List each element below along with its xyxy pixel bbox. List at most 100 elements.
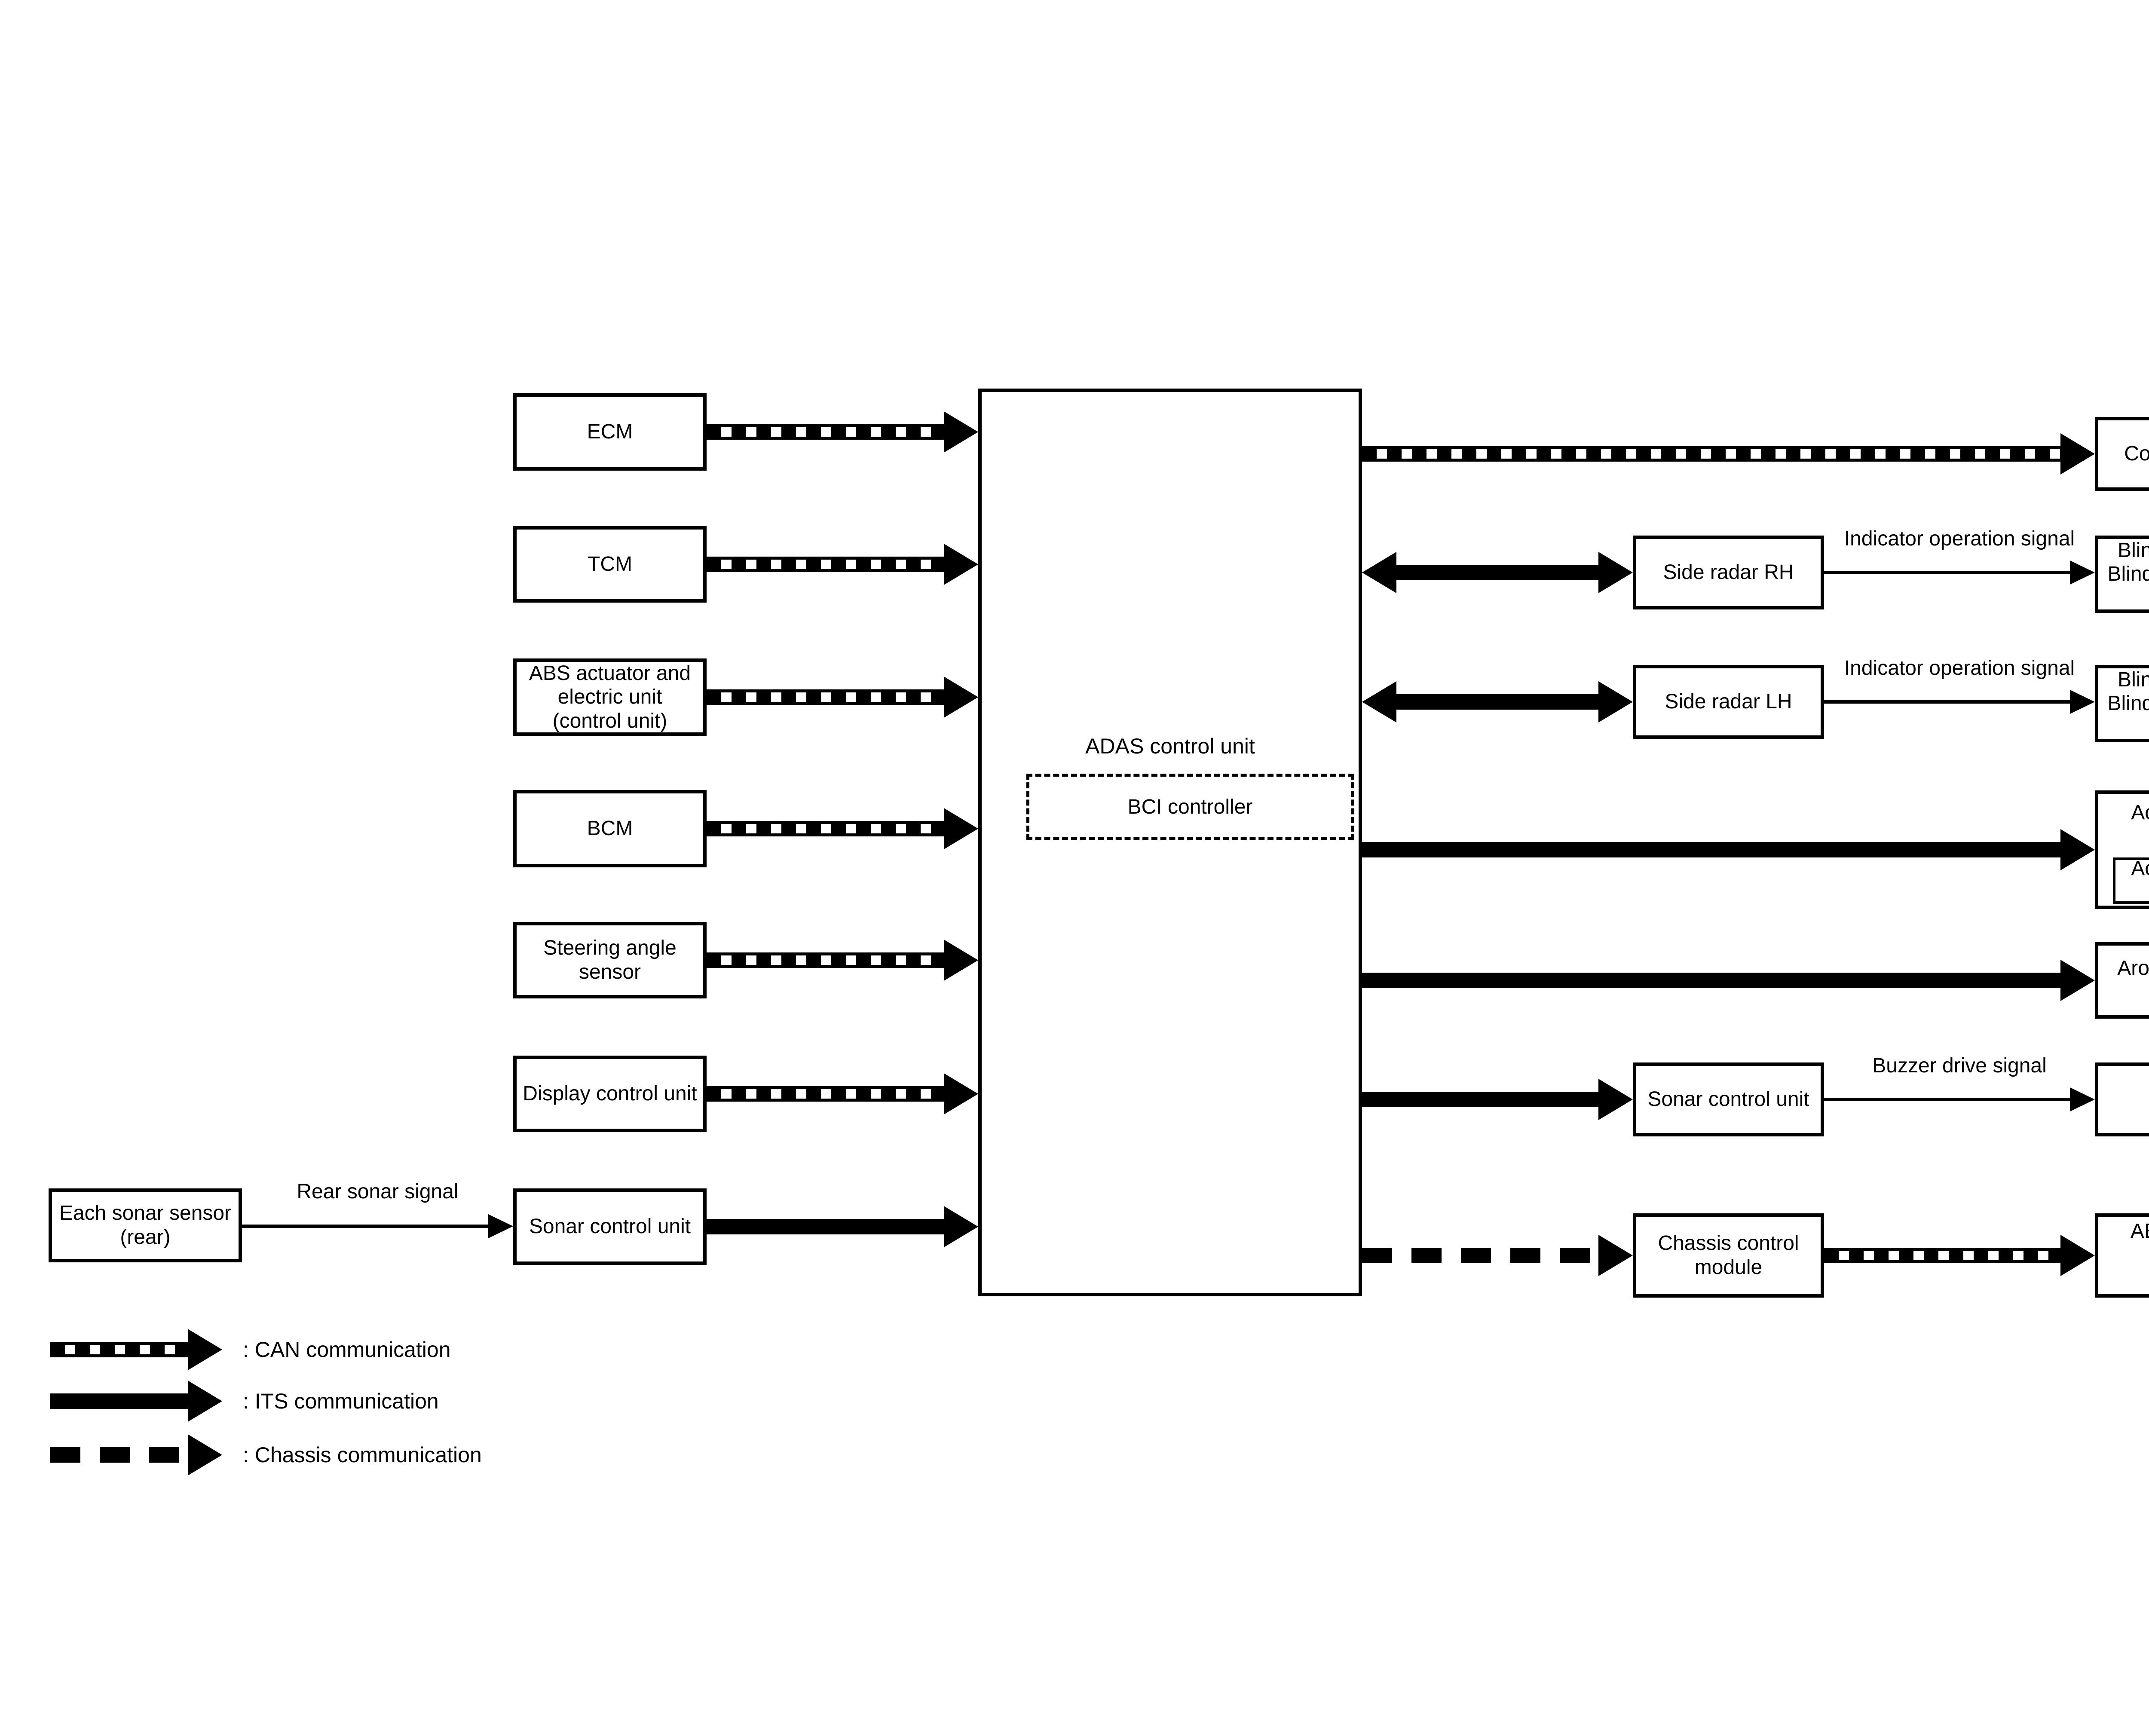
arrow-shaft bbox=[707, 424, 944, 440]
arrow-shaft bbox=[707, 689, 944, 705]
node-sonar-control-unit-left-label: Sonar control unit bbox=[529, 1215, 691, 1238]
arrow-shaft bbox=[50, 1447, 188, 1463]
arrow-head-icon bbox=[188, 1434, 222, 1476]
arrow-shaft bbox=[1362, 1248, 1598, 1263]
arrow-shaft bbox=[707, 821, 944, 836]
signal-label-indicator-lh: Indicator operation signal bbox=[1844, 657, 2075, 680]
arrow-shaft bbox=[1824, 1248, 2060, 1263]
node-blind-spot-indicator-rh-label: Blind Spot Warning / Blind Spot Interven… bbox=[2107, 539, 2149, 586]
arrow-sonar-right-to-buzzer-signal bbox=[1824, 1087, 2095, 1111]
node-accelerator-pedal-assembly-label: Accelerator pedal assembly bbox=[2131, 801, 2149, 824]
arrow-shaft bbox=[707, 1219, 944, 1234]
arrow-head-icon bbox=[2070, 1087, 2095, 1111]
arrow-shaft bbox=[707, 1086, 944, 1102]
node-around-view-monitor-label: Around view monitor control unit bbox=[2117, 957, 2149, 980]
arrow-each-sonar-to-sonar-signal bbox=[242, 1214, 513, 1238]
node-abs-right: ABS actuator and electric unit (control … bbox=[2095, 1213, 2149, 1298]
legend-can-arrow-icon bbox=[50, 1329, 222, 1370]
node-abs-left: ABS actuator and electric unit (control … bbox=[513, 658, 707, 736]
arrow-head-icon bbox=[1598, 1079, 1633, 1120]
arrow-head-icon bbox=[2060, 829, 2095, 870]
node-bci-controller: BCI controller bbox=[1026, 774, 1354, 840]
arrow-shaft bbox=[242, 1225, 488, 1228]
node-steering-angle-sensor-label: Steering angle sensor bbox=[543, 937, 677, 983]
node-tcm-label: TCM bbox=[588, 553, 632, 576]
arrow-head-icon bbox=[2070, 560, 2095, 585]
arrow-side-radar-rh-to-indicator-signal bbox=[1824, 560, 2095, 585]
node-sonar-control-unit-right: Sonar control unit bbox=[1633, 1062, 1824, 1136]
arrow-head-icon bbox=[488, 1214, 513, 1238]
arrow-shaft bbox=[1362, 842, 2060, 857]
arrow-steering-to-adas-can bbox=[707, 940, 978, 981]
signal-label-indicator-rh: Indicator operation signal bbox=[1844, 527, 2075, 550]
arrow-adas-side-radar-lh-its bbox=[1362, 681, 1633, 723]
arrow-tcm-to-adas-can bbox=[707, 544, 978, 585]
node-side-radar-lh-label: Side radar LH bbox=[1665, 690, 1792, 713]
arrow-shaft bbox=[707, 952, 944, 968]
arrow-adas-side-radar-rh-its bbox=[1362, 552, 1633, 593]
node-accelerator-pedal-actuator: Accelerator pedal actuator bbox=[2113, 857, 2149, 904]
node-side-radar-rh: Side radar RH bbox=[1633, 536, 1824, 609]
legend-its-arrow-icon bbox=[50, 1381, 222, 1422]
arrow-head-icon bbox=[944, 677, 978, 718]
node-blind-spot-indicator-lh: Blind Spot Warning / Blind Spot Interven… bbox=[2095, 665, 2149, 742]
legend-item-chassis: : Chassis communication bbox=[50, 1434, 482, 1476]
arrow-head-icon bbox=[944, 544, 978, 585]
node-around-view-monitor: Around view monitor control unit bbox=[2095, 942, 2149, 1019]
arrow-adas-to-combination-meter-can bbox=[1362, 433, 2095, 475]
adas-control-unit-title: ADAS control unit bbox=[1085, 734, 1255, 758]
arrow-bcm-to-adas-can bbox=[707, 808, 978, 849]
arrow-head-icon bbox=[1598, 1235, 1633, 1276]
arrow-adas-to-accel-pedal-its bbox=[1362, 829, 2095, 870]
arrow-shaft bbox=[1824, 1098, 2070, 1101]
node-chassis-control-module: Chassis control module bbox=[1633, 1213, 1824, 1298]
arrow-side-radar-lh-to-indicator-signal bbox=[1824, 690, 2095, 714]
legend-can-label: : CAN communication bbox=[243, 1338, 451, 1362]
node-adas-control-unit: ADAS control unit BCI controller bbox=[978, 389, 1362, 1296]
legend-its-label: : ITS communication bbox=[243, 1389, 439, 1413]
arrow-adas-to-avm-its bbox=[1362, 960, 2095, 1001]
arrow-adas-to-sonar-right-its bbox=[1362, 1079, 1633, 1120]
node-each-sonar-sensor-rear-label: Each sonar sensor (rear) bbox=[59, 1202, 232, 1249]
arrow-shaft bbox=[50, 1342, 188, 1357]
node-abs-left-label: ABS actuator and electric unit (control … bbox=[529, 661, 691, 732]
node-tcm: TCM bbox=[513, 526, 707, 603]
node-ecm-label: ECM bbox=[587, 420, 633, 444]
signal-label-buzzer-drive: Buzzer drive signal bbox=[1872, 1054, 2047, 1077]
arrow-head-icon bbox=[944, 808, 978, 849]
node-each-sonar-sensor-rear: Each sonar sensor (rear) bbox=[49, 1188, 242, 1262]
node-bci-controller-label: BCI controller bbox=[1127, 795, 1253, 818]
node-chassis-control-module-label: Chassis control module bbox=[1658, 1232, 1799, 1279]
arrow-head-icon bbox=[2060, 433, 2095, 475]
node-abs-right-label: ABS actuator and electric unit (control … bbox=[2130, 1220, 2149, 1243]
arrow-head-icon bbox=[1362, 681, 1396, 723]
arrow-shaft bbox=[1824, 700, 2070, 704]
node-accelerator-pedal-assembly: Accelerator pedal assembly Accelerator p… bbox=[2095, 790, 2149, 909]
node-ecm: ECM bbox=[513, 393, 707, 471]
arrow-head-icon bbox=[1362, 552, 1396, 593]
node-combination-meter-label: Combination meter bbox=[2124, 442, 2149, 465]
arrow-display-to-adas-can bbox=[707, 1073, 978, 1114]
node-bcm: BCM bbox=[513, 790, 707, 867]
arrow-adas-to-chassis-module-chassis bbox=[1362, 1235, 1633, 1276]
arrow-head-icon bbox=[1598, 552, 1633, 593]
node-blind-spot-indicator-rh: Blind Spot Warning / Blind Spot Interven… bbox=[2095, 536, 2149, 613]
node-bcm-label: BCM bbox=[587, 817, 633, 840]
arrow-head-icon bbox=[944, 1073, 978, 1114]
legend-chassis-arrow-icon bbox=[50, 1434, 222, 1476]
node-steering-angle-sensor: Steering angle sensor bbox=[513, 922, 707, 998]
arrow-shaft bbox=[1396, 565, 1598, 580]
legend-chassis-label: : Chassis communication bbox=[243, 1443, 482, 1467]
arrow-shaft bbox=[1362, 973, 2060, 988]
node-combination-meter: Combination meter bbox=[2095, 417, 2149, 491]
legend-item-can: : CAN communication bbox=[50, 1329, 451, 1370]
arrow-shaft bbox=[1362, 446, 2060, 462]
arrow-chassis-module-to-abs-can bbox=[1824, 1235, 2095, 1276]
node-sonar-control-unit-left: Sonar control unit bbox=[513, 1188, 707, 1265]
arrow-head-icon bbox=[944, 940, 978, 981]
node-sonar-control-unit-right-label: Sonar control unit bbox=[1647, 1088, 1809, 1111]
node-display-control-unit-label: Display control unit bbox=[523, 1082, 697, 1105]
node-display-control-unit: Display control unit bbox=[513, 1056, 707, 1132]
arrow-ecm-to-adas-can bbox=[707, 411, 978, 453]
